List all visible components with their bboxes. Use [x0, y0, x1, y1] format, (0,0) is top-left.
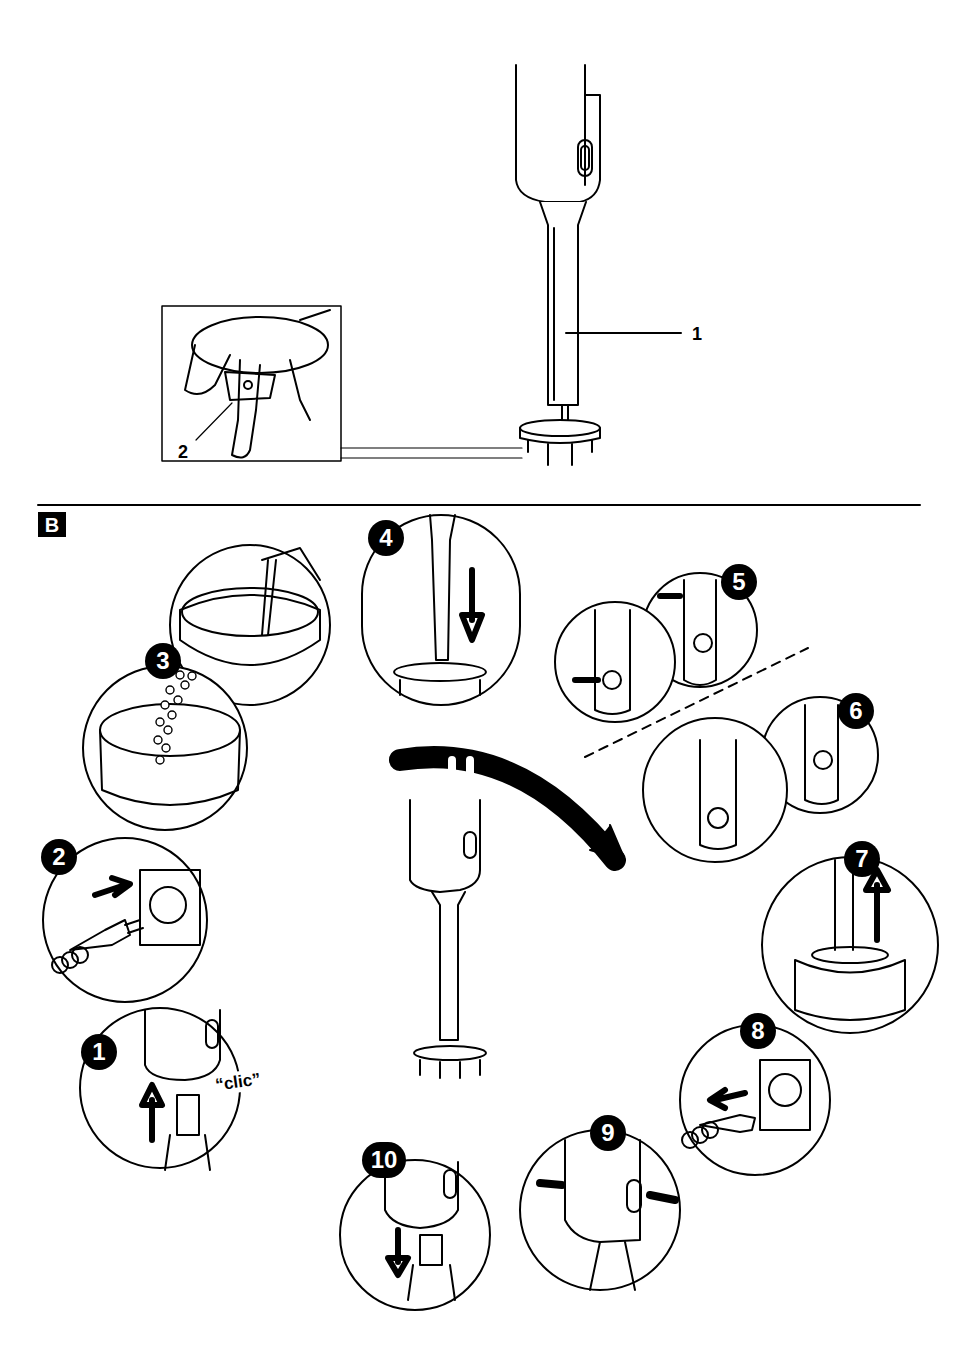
step-number: 9	[601, 1121, 614, 1145]
section-letter: B	[45, 515, 59, 535]
step-number: 6	[849, 699, 862, 723]
step-discs	[41, 520, 880, 1178]
step-number: 4	[379, 526, 392, 550]
step-number: 7	[855, 847, 868, 871]
step-number: 8	[751, 1019, 764, 1043]
step-number: 2	[52, 845, 65, 869]
step-number: 10	[371, 1148, 398, 1172]
step-number: 1	[92, 1040, 105, 1064]
step-number: 3	[156, 649, 169, 673]
blade-inset	[162, 306, 522, 461]
step-number: 5	[732, 570, 745, 594]
callout-number: 1	[692, 325, 702, 343]
callout-number: 2	[178, 443, 188, 461]
section-box	[38, 512, 66, 537]
blender-figure	[516, 65, 681, 465]
